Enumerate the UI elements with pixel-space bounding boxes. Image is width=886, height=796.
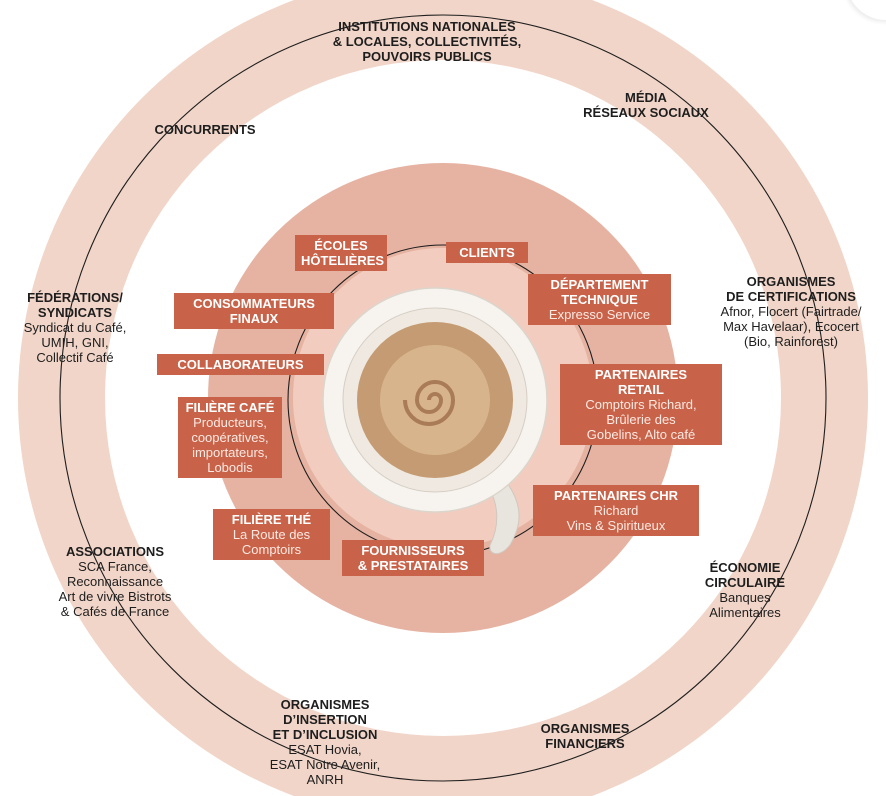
title: DÉPARTEMENT TECHNIQUE [550, 277, 649, 307]
title: ORGANISMES D’INSERTION ET D’INCLUSION [272, 697, 378, 742]
title: CONSOMMATEURS FINAUX [193, 296, 315, 326]
coffee-cup-illustration [322, 287, 548, 555]
title: ASSOCIATIONS [66, 544, 164, 559]
title: CLIENTS [459, 245, 515, 260]
title: FILIÈRE THÉ [231, 512, 312, 527]
detail: Richard Vins & Spiritueux [566, 503, 666, 533]
title: MÉDIA RÉSEAUX SOCIAUX [583, 90, 709, 120]
inner-tag-filiere-cafe: FILIÈRE CAFÉ Producteurs, coopératives, … [178, 397, 282, 478]
inner-tag-consommateurs: CONSOMMATEURS FINAUX [174, 293, 334, 329]
inner-tag-ecoles: ÉCOLES HÔTELIÈRES [295, 235, 387, 271]
title: FÉDÉRATIONS/ SYNDICATS [27, 290, 123, 320]
outer-label-institutions: INSTITUTIONS NATIONALES & LOCALES, COLLE… [307, 19, 547, 64]
latte-swirl [403, 380, 456, 426]
title: ORGANISMES FINANCIERS [540, 721, 630, 751]
title: CONCURRENTS [154, 122, 256, 137]
inner-tag-chr: PARTENAIRES CHR Richard Vins & Spiritueu… [533, 485, 699, 536]
outer-label-economie: ÉCONOMIE CIRCULAIRE Banques Alimentaires [680, 560, 810, 620]
title: PARTENAIRES RETAIL [594, 367, 688, 397]
inner-tag-fournisseurs: FOURNISSEURS & PRESTATAIRES [342, 540, 484, 576]
outer-label-associations: ASSOCIATIONS SCA France, Reconnaissance … [30, 544, 200, 619]
outer-label-financiers: ORGANISMES FINANCIERS [510, 721, 660, 751]
outer-label-insertion: ORGANISMES D’INSERTION ET D’INCLUSION ES… [230, 697, 420, 787]
detail: Comptoirs Richard, Brûlerie des Gobelins… [585, 397, 697, 442]
title: COLLABORATEURS [177, 357, 304, 372]
inner-tag-departement: DÉPARTEMENT TECHNIQUE Expresso Service [528, 274, 671, 325]
detail: Expresso Service [548, 307, 651, 322]
coffee-crema-light [380, 345, 490, 455]
outer-label-concurrents: CONCURRENTS [130, 122, 280, 137]
detail: La Route des Comptoirs [232, 527, 311, 557]
detail: Banques Alimentaires [709, 590, 781, 620]
detail: ESAT Hovia, ESAT Notre Avenir, ANRH [269, 742, 381, 787]
title: ORGANISMES DE CERTIFICATIONS [726, 274, 856, 304]
detail: Afnor, Flocert (Fairtrade/ Max Havelaar)… [720, 304, 862, 349]
outer-label-certifications: ORGANISMES DE CERTIFICATIONS Afnor, Floc… [696, 274, 886, 349]
cup-handle [489, 479, 520, 555]
outer-connector-circle [59, 14, 827, 782]
outer-label-federations: FÉDÉRATIONS/ SYNDICATS Syndicat du Café,… [0, 290, 150, 365]
detail: Syndicat du Café, UMIH, GNI, Collectif C… [23, 320, 127, 365]
detail: SCA France, Reconnaissance Art de vivre … [58, 559, 172, 619]
detail: Producteurs, coopératives, importateurs,… [191, 415, 269, 475]
title: INSTITUTIONS NATIONALES & LOCALES, COLLE… [332, 19, 522, 64]
outer-label-media: MÉDIA RÉSEAUX SOCIAUX [566, 90, 726, 120]
title: FOURNISSEURS & PRESTATAIRES [357, 543, 469, 573]
title: FILIÈRE CAFÉ [185, 400, 275, 415]
inner-tag-collaborateurs: COLLABORATEURS [157, 354, 324, 375]
inner-tag-filiere-the: FILIÈRE THÉ La Route des Comptoirs [213, 509, 330, 560]
title: ÉCOLES HÔTELIÈRES [301, 238, 385, 268]
inner-tag-retail: PARTENAIRES RETAIL Comptoirs Richard, Br… [560, 364, 722, 445]
inner-tag-clients: CLIENTS [446, 242, 528, 263]
title: PARTENAIRES CHR [554, 488, 678, 503]
title: ÉCONOMIE CIRCULAIRE [704, 560, 786, 590]
